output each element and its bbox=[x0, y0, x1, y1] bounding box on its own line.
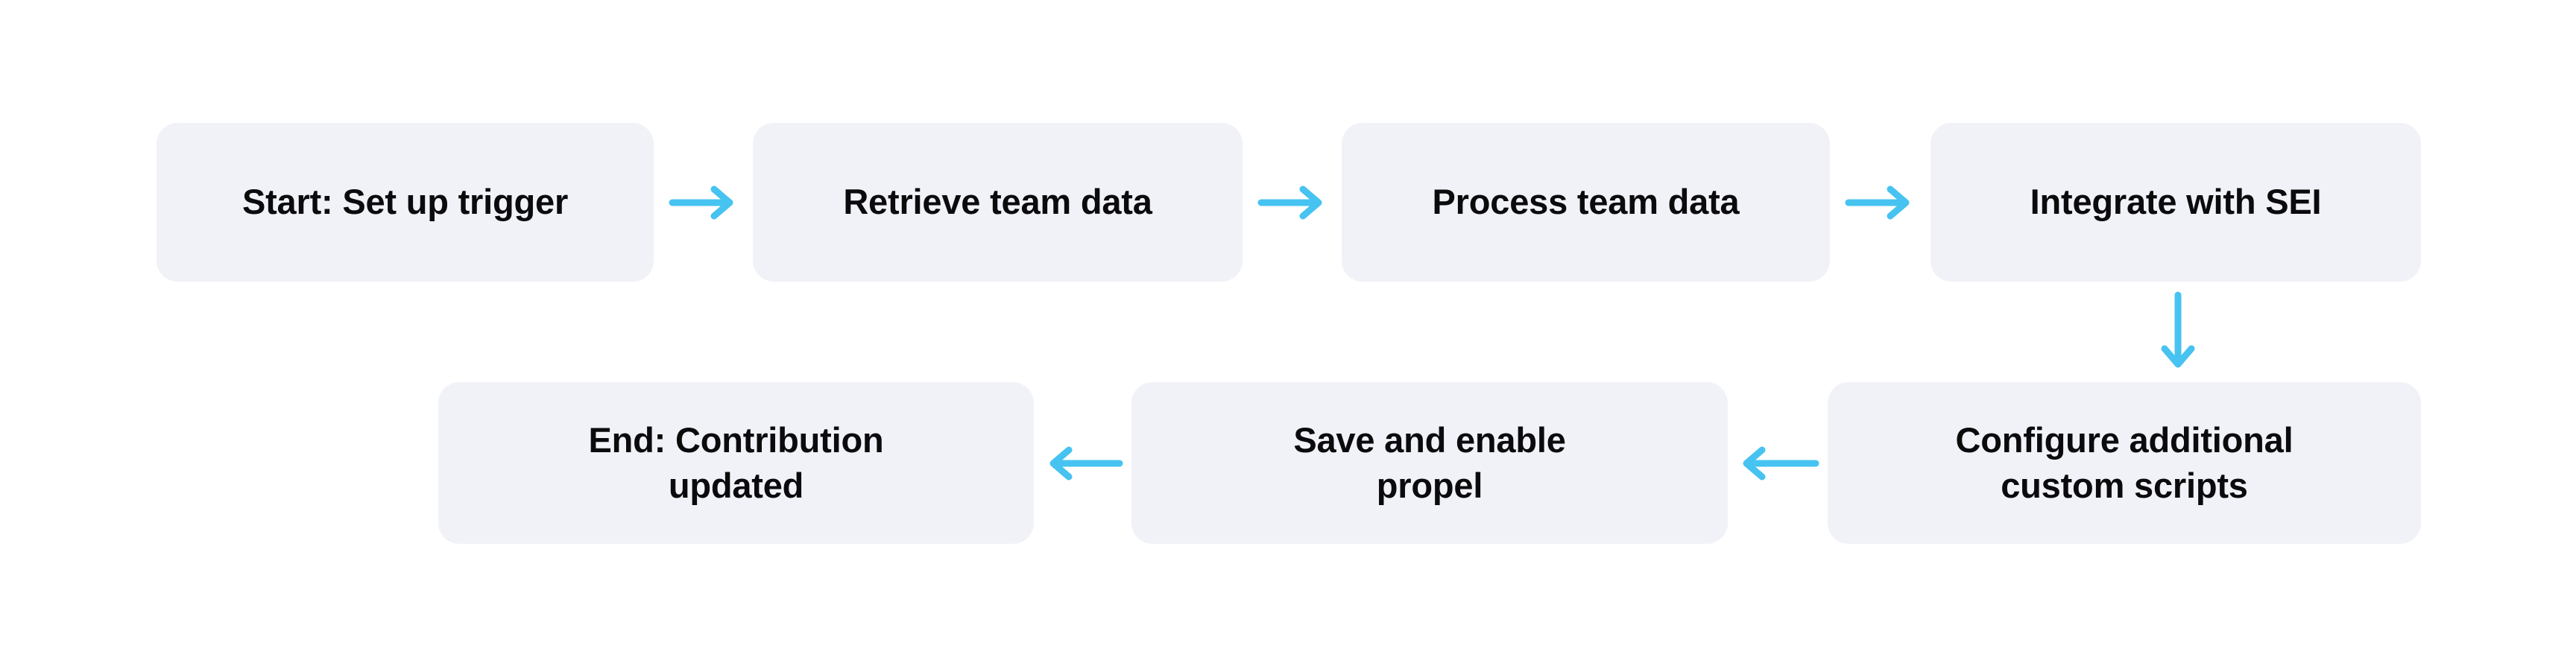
node-configure-custom-scripts-label: Configure additional custom scripts bbox=[1955, 420, 2294, 505]
node-save-and-enable-propel[interactable]: Save and enable propel bbox=[1131, 382, 1728, 544]
node-save-and-enable-propel-label: Save and enable propel bbox=[1293, 420, 1566, 505]
node-start-label: Start: Set up trigger bbox=[242, 182, 569, 222]
node-process-team-data-label: Process team data bbox=[1432, 182, 1740, 222]
node-retrieve-team-data[interactable]: Retrieve team data bbox=[753, 123, 1243, 282]
arrow-right-icon bbox=[669, 186, 733, 220]
node-configure-custom-scripts[interactable]: Configure additional custom scripts bbox=[1828, 382, 2421, 544]
arrow-start-to-retrieve bbox=[669, 185, 738, 221]
node-end-contribution-updated-label: End: Contribution updated bbox=[588, 420, 884, 505]
arrow-left-icon bbox=[1743, 446, 1819, 481]
arrow-integrate-to-configure bbox=[2160, 291, 2196, 372]
arrow-right-icon bbox=[1257, 186, 1322, 220]
arrow-configure-to-save bbox=[1737, 446, 1819, 481]
node-process-team-data[interactable]: Process team data bbox=[1342, 123, 1830, 282]
arrow-save-to-end bbox=[1044, 446, 1123, 481]
node-retrieve-team-data-label: Retrieve team data bbox=[843, 182, 1152, 222]
node-integrate-with-sei-label: Integrate with SEI bbox=[2030, 182, 2322, 222]
arrow-process-to-integrate bbox=[1845, 185, 1914, 221]
node-end-contribution-updated[interactable]: End: Contribution updated bbox=[438, 382, 1034, 544]
arrow-retrieve-to-process bbox=[1257, 185, 1327, 221]
node-integrate-with-sei[interactable]: Integrate with SEI bbox=[1931, 123, 2421, 282]
arrow-down-icon bbox=[2161, 291, 2195, 368]
arrow-left-icon bbox=[1049, 446, 1123, 481]
arrow-right-icon bbox=[1845, 186, 1910, 220]
node-start[interactable]: Start: Set up trigger bbox=[157, 123, 654, 282]
